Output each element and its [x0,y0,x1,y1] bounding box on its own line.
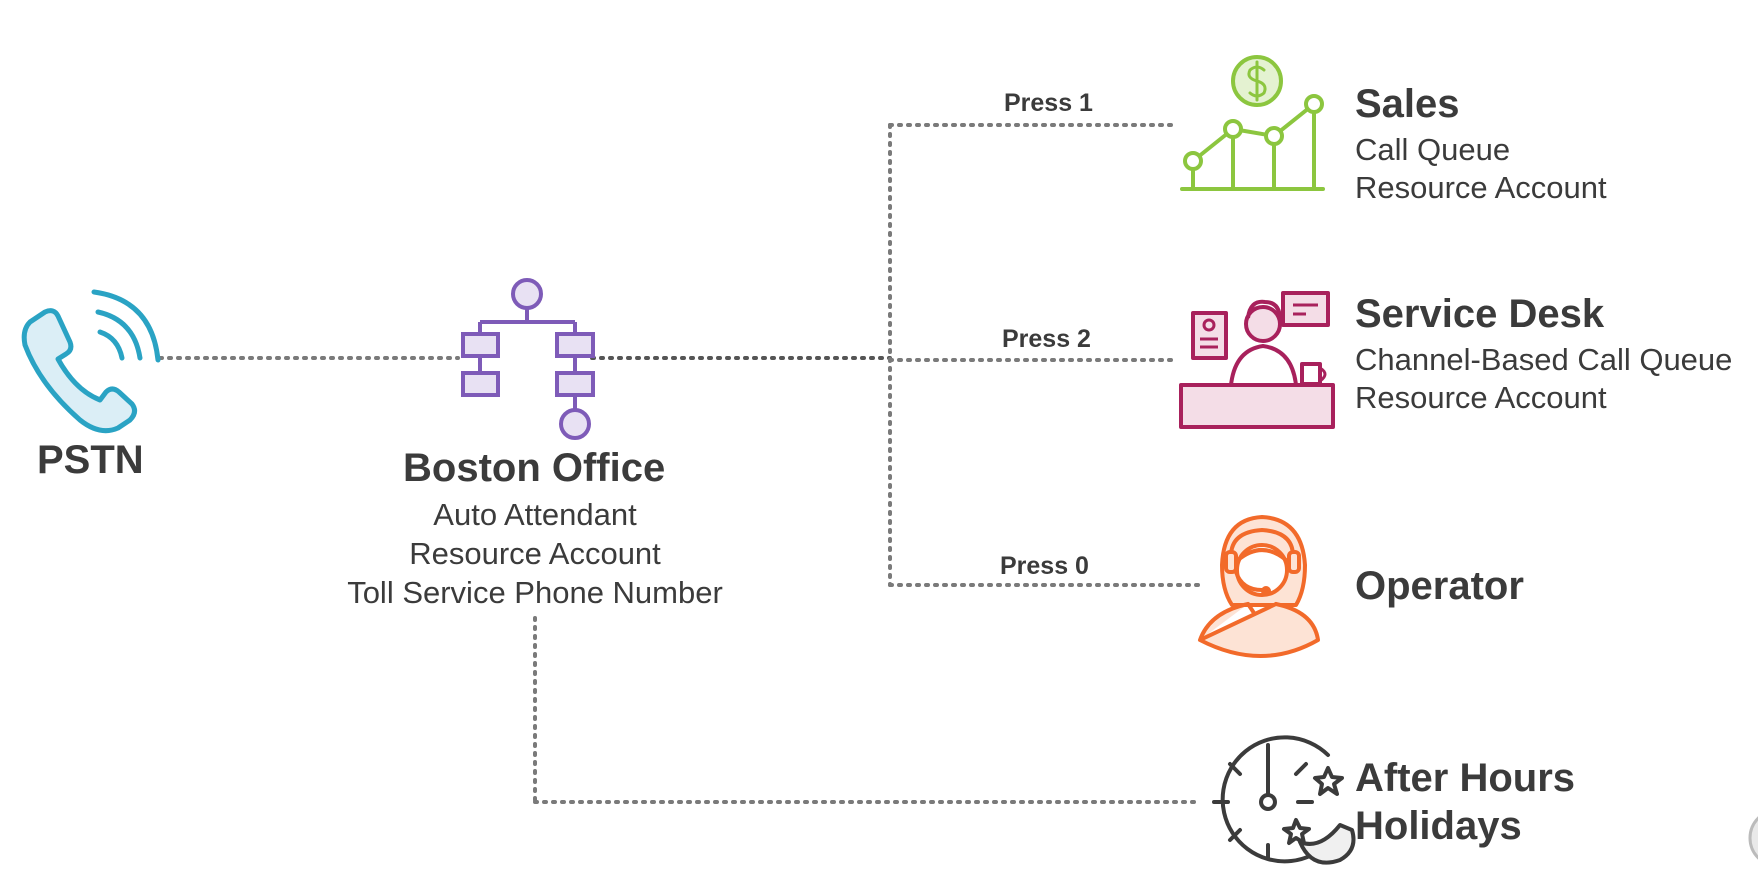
after-hours-line-2: Holidays [1355,804,1522,848]
sales-line-1: Call Queue [1355,132,1511,167]
service-desk-title: Service Desk [1355,292,1605,336]
org-chart-icon [461,278,595,440]
boston-office-title: Boston Office [403,446,666,490]
sales-chart-icon [1180,55,1325,191]
press-1-label: Press 1 [1004,89,1093,117]
operator-headset-icon [1198,515,1320,658]
corner-circle [1748,816,1758,860]
phone-icon [21,289,161,434]
boston-line-3: Toll Service Phone Number [347,575,723,610]
sales-title: Sales [1355,82,1460,126]
boston-line-2: Resource Account [409,536,661,571]
service-desk-line-1: Channel-Based Call Queue [1355,342,1733,377]
service-desk-agent-icon [1179,291,1335,429]
clock-moon-icon [1212,735,1356,865]
pstn-label: PSTN [37,438,144,482]
sales-line-2: Resource Account [1355,170,1607,205]
service-desk-line-2: Resource Account [1355,380,1607,415]
after-hours-line-1: After Hours [1355,756,1576,800]
boston-line-1: Auto Attendant [433,497,637,532]
press-0-label: Press 0 [1000,552,1089,580]
connector-lines [158,123,1202,804]
operator-title: Operator [1355,564,1524,608]
press-2-label: Press 2 [1002,325,1091,353]
